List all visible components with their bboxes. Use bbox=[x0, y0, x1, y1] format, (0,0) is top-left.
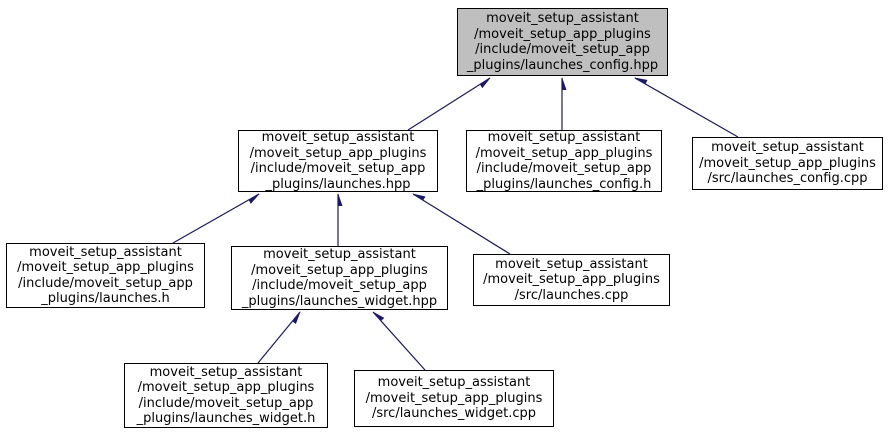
node-launches-widget-cpp[interactable]: moveit_setup_assistant /moveit_setup_app… bbox=[354, 370, 554, 427]
node-launches-config-hpp[interactable]: moveit_setup_assistant /moveit_setup_app… bbox=[457, 8, 668, 76]
edge-launches-widget-cpp-to-launches-widget-hpp bbox=[373, 312, 426, 371]
node-launches-h[interactable]: moveit_setup_assistant /moveit_setup_app… bbox=[6, 243, 205, 308]
edge-launches-widget-h-to-launches-widget-hpp bbox=[257, 312, 300, 364]
node-launches-hpp[interactable]: moveit_setup_assistant /moveit_setup_app… bbox=[238, 130, 438, 192]
node-launches-config-cpp[interactable]: moveit_setup_assistant /moveit_setup_app… bbox=[692, 137, 883, 190]
node-launches-config-h[interactable]: moveit_setup_assistant /moveit_setup_app… bbox=[466, 130, 662, 192]
node-launches-cpp[interactable]: moveit_setup_assistant /moveit_setup_app… bbox=[473, 254, 670, 306]
node-launches-widget-hpp[interactable]: moveit_setup_assistant /moveit_setup_app… bbox=[231, 246, 448, 310]
node-launches-widget-h[interactable]: moveit_setup_assistant /moveit_setup_app… bbox=[124, 363, 328, 428]
edge-launches-h-to-launches-hpp bbox=[172, 193, 259, 244]
edge-launches-config-cpp-to-launches-config-hpp bbox=[635, 77, 739, 138]
edge-launches-cpp-to-launches-hpp bbox=[413, 194, 511, 255]
edge-launches-hpp-to-launches-config-hpp bbox=[407, 78, 490, 131]
